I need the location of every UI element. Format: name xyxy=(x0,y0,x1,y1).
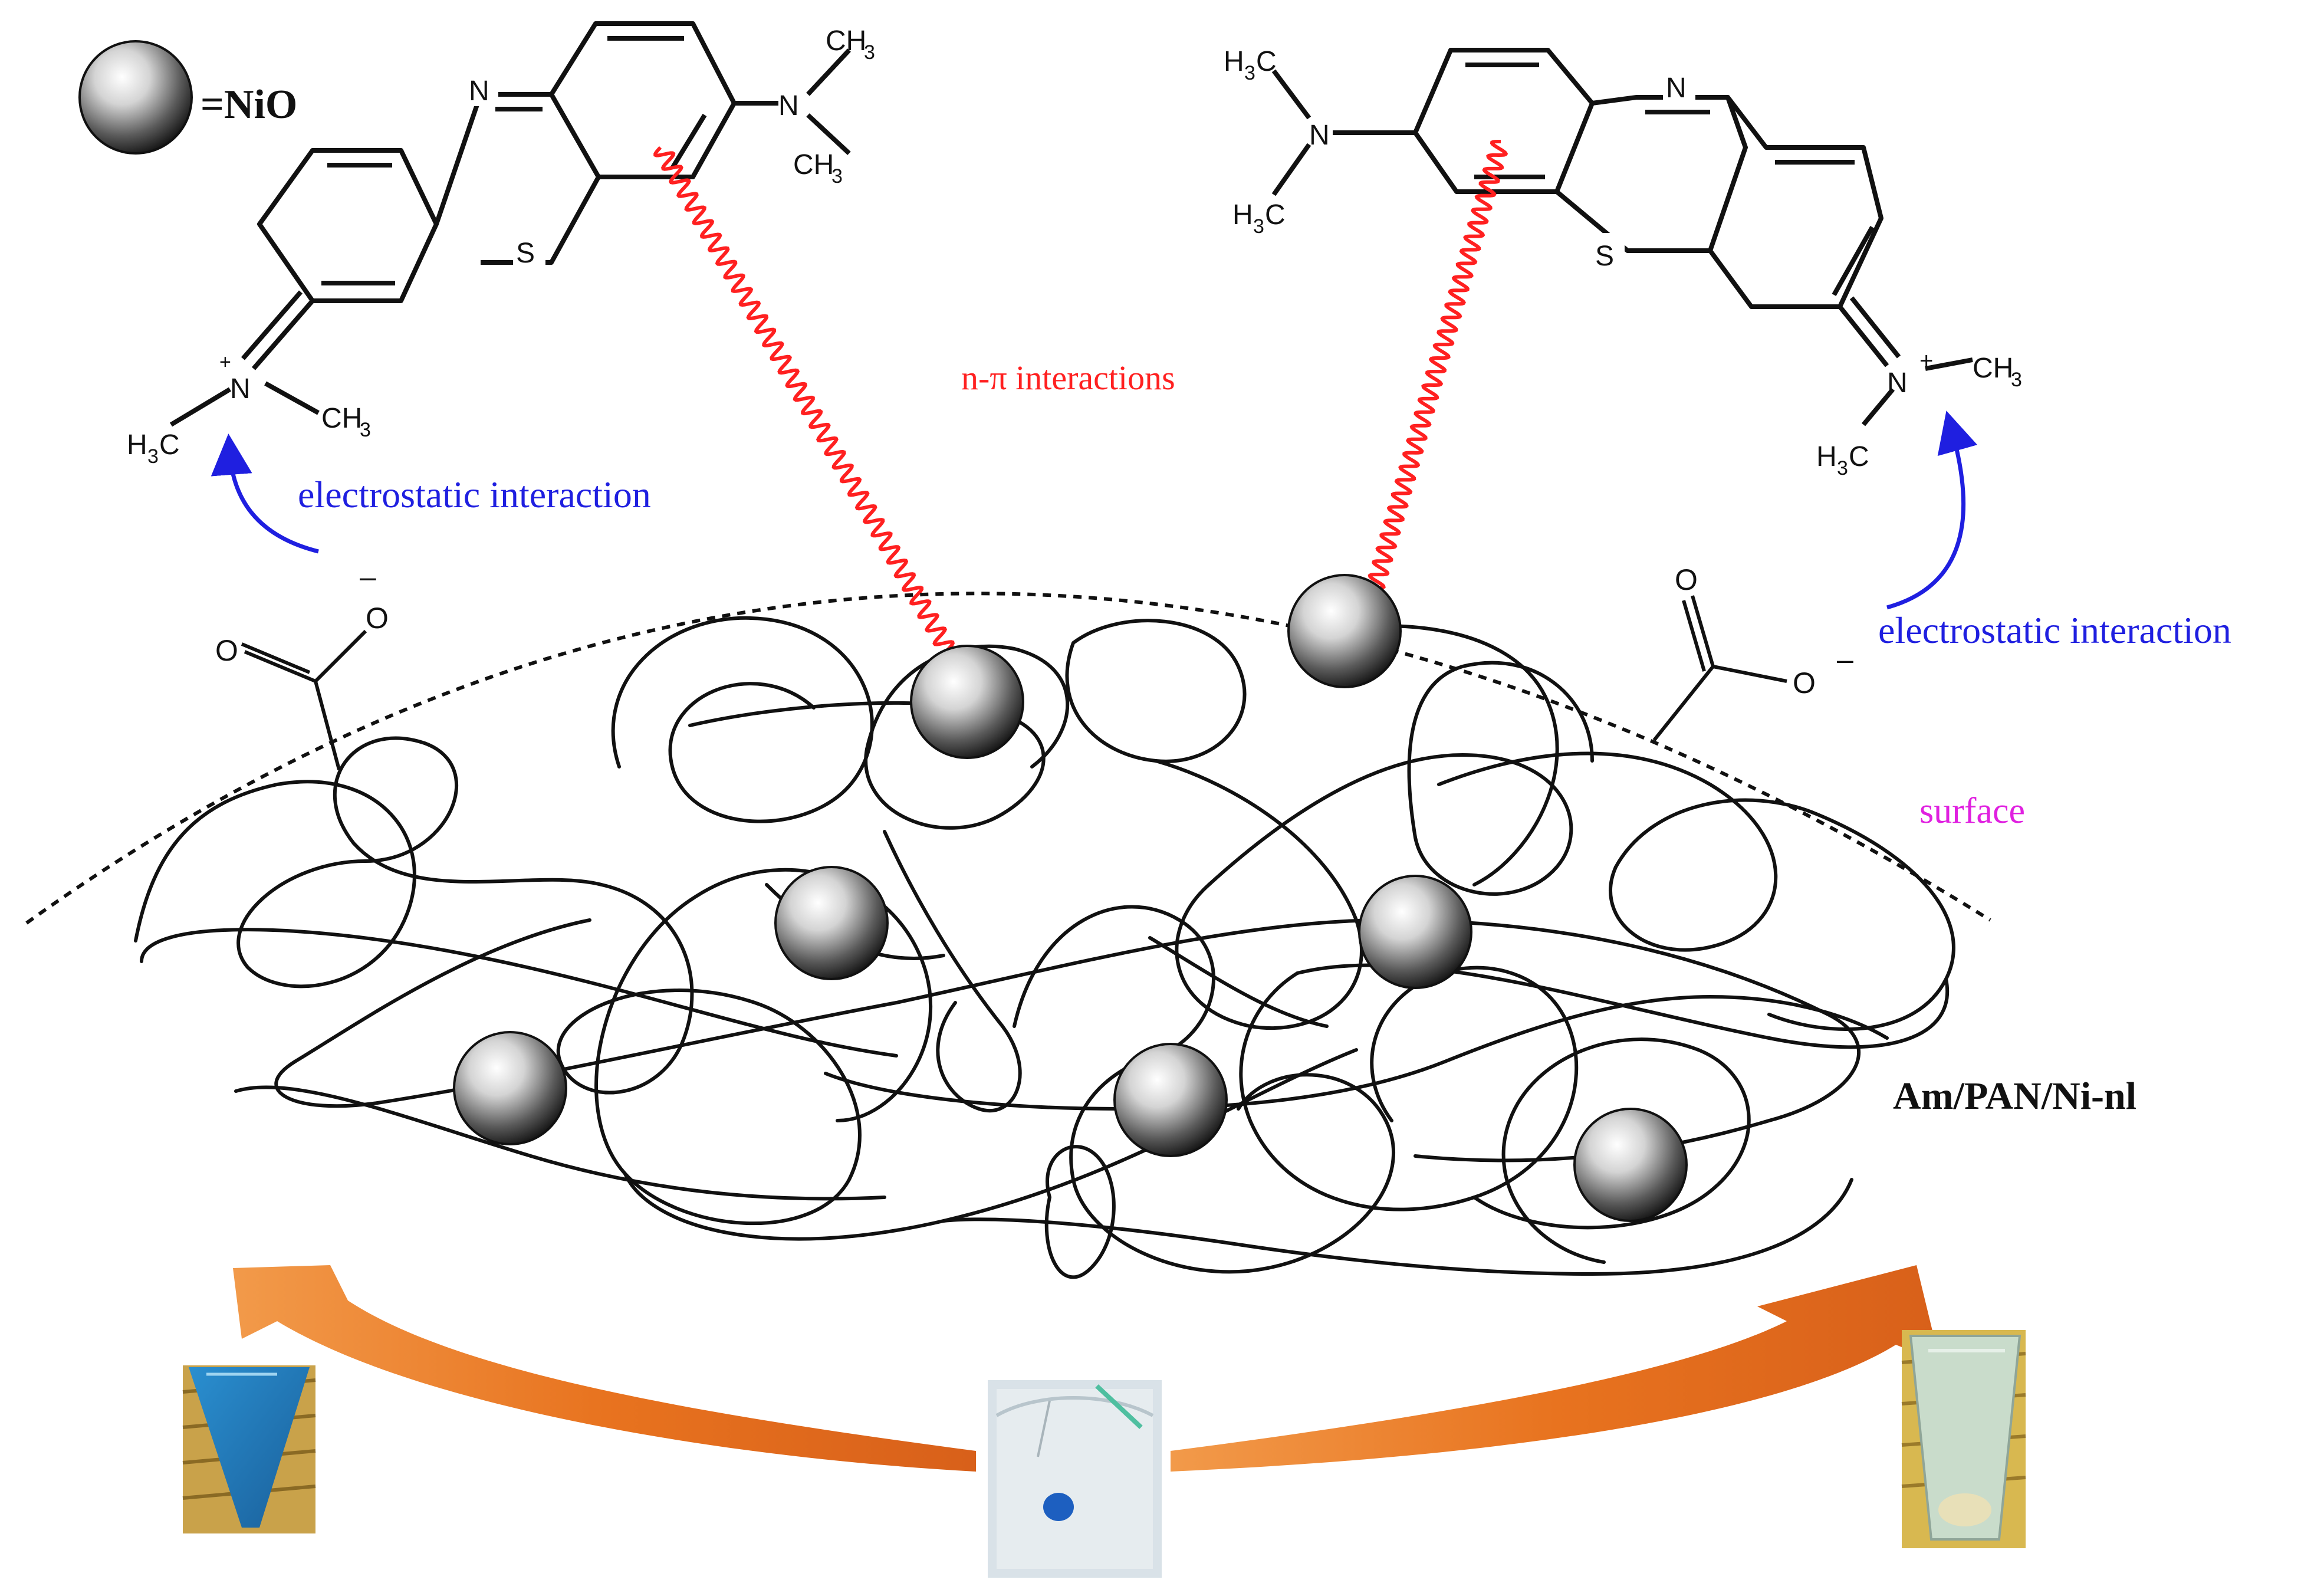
nio-nanoparticles xyxy=(453,574,1688,1222)
nio-particle xyxy=(910,645,1024,759)
surface-boundary xyxy=(25,592,1991,925)
electrostatic-label-right: electrostatic interaction xyxy=(1878,609,2231,651)
n-pi-wavy-line-right xyxy=(1363,140,1508,603)
electrostatic-arrow-right xyxy=(1886,411,1978,610)
carboxylate-left-o-double: O xyxy=(215,634,238,667)
molecule-right-atoms: N S N H 3 C H 3 C N + CH 3 H 3 C xyxy=(1224,46,2022,480)
iminium-ch3-right-sub: 3 xyxy=(2011,369,2022,391)
iminium-ch3-left-c: C xyxy=(159,429,180,461)
molecule-left-atoms: N S N CH 3 CH 3 N + H 3 C CH 3 xyxy=(127,25,875,468)
iminium-charge: + xyxy=(1919,348,1933,374)
nme2-ch3-top: CH xyxy=(826,25,866,57)
iminium-ch3-left-sub: 3 xyxy=(147,445,159,468)
electrostatic-label-left: electrostatic interaction xyxy=(298,474,651,515)
nme2-ch3-bot-sub: 3 xyxy=(831,165,843,188)
nme2-nitrogen: N xyxy=(778,90,799,121)
nme2-nitrogen: N xyxy=(1309,120,1330,151)
iminium-ch3-left-c: C xyxy=(1849,441,1869,472)
iminium-charge: + xyxy=(219,351,231,373)
photo-petri-dish xyxy=(988,1380,1162,1578)
iminium-ch3-left-h: H xyxy=(1816,441,1837,472)
nme2-ch3-bot-h: H xyxy=(1232,199,1253,231)
carboxylate-right xyxy=(1652,595,1787,741)
nme2-ch3-bot: CH xyxy=(793,149,834,180)
iminium-nitrogen: N xyxy=(230,373,251,405)
material-label: Am/PAN/Ni-nl xyxy=(1893,1075,2136,1118)
carboxylate-left xyxy=(241,629,367,770)
iminium-ch3-right-sub: 3 xyxy=(360,419,371,441)
ring-nitrogen: N xyxy=(469,75,489,107)
carboxylate-right-charge: – xyxy=(1837,643,1853,676)
nio-particle xyxy=(1573,1108,1688,1222)
iminium-ch3-right: CH xyxy=(1973,353,2013,384)
orange-arrow-right xyxy=(1171,1265,1940,1472)
ring-sulfur: S xyxy=(1595,241,1614,272)
iminium-ch3-left-sub: 3 xyxy=(1837,457,1848,480)
nme2-ch3-top-h: H xyxy=(1224,46,1244,77)
n-pi-wavy-line-left xyxy=(653,146,962,665)
nme2-ch3-bot-sub: 3 xyxy=(1253,215,1264,238)
carboxylate-right-o-top: O xyxy=(1675,563,1698,596)
nio-sphere-icon xyxy=(78,40,193,155)
ring-sulfur: S xyxy=(516,238,535,269)
ring-nitrogen: N xyxy=(1666,73,1687,104)
nme2-ch3-top-sub: 3 xyxy=(1244,62,1255,84)
nio-particle xyxy=(1287,574,1402,688)
photo-tube-clear xyxy=(1901,1330,2026,1548)
carboxylate-left-o-top: O xyxy=(366,602,389,635)
photo-tube-blue-dye xyxy=(182,1365,316,1533)
n-pi-label: n-π interactions xyxy=(961,359,1175,397)
iminium-ch3-left-h: H xyxy=(127,429,147,461)
orange-arrow-left xyxy=(233,1265,976,1472)
nme2-ch3-top-sub: 3 xyxy=(864,41,875,64)
nme2-ch3-top-c: C xyxy=(1256,46,1277,77)
nio-particle xyxy=(1113,1043,1228,1157)
molecule-left xyxy=(169,21,851,427)
nio-particle xyxy=(453,1031,567,1145)
surface-label: surface xyxy=(1919,791,2025,831)
nio-particle xyxy=(774,866,889,980)
carboxylate-right-o-single: O xyxy=(1793,666,1816,700)
legend-label: =NiO xyxy=(200,82,297,127)
iminium-ch3-right: CH xyxy=(321,403,362,434)
electrostatic-arrow-left xyxy=(211,434,319,554)
iminium-nitrogen: N xyxy=(1887,367,1908,399)
nme2-ch3-bot-c: C xyxy=(1265,199,1286,231)
molecule-right xyxy=(1271,48,1973,426)
carboxylate-left-charge: – xyxy=(360,560,376,593)
legend: =NiO xyxy=(78,40,297,155)
nio-particle xyxy=(1358,875,1472,989)
